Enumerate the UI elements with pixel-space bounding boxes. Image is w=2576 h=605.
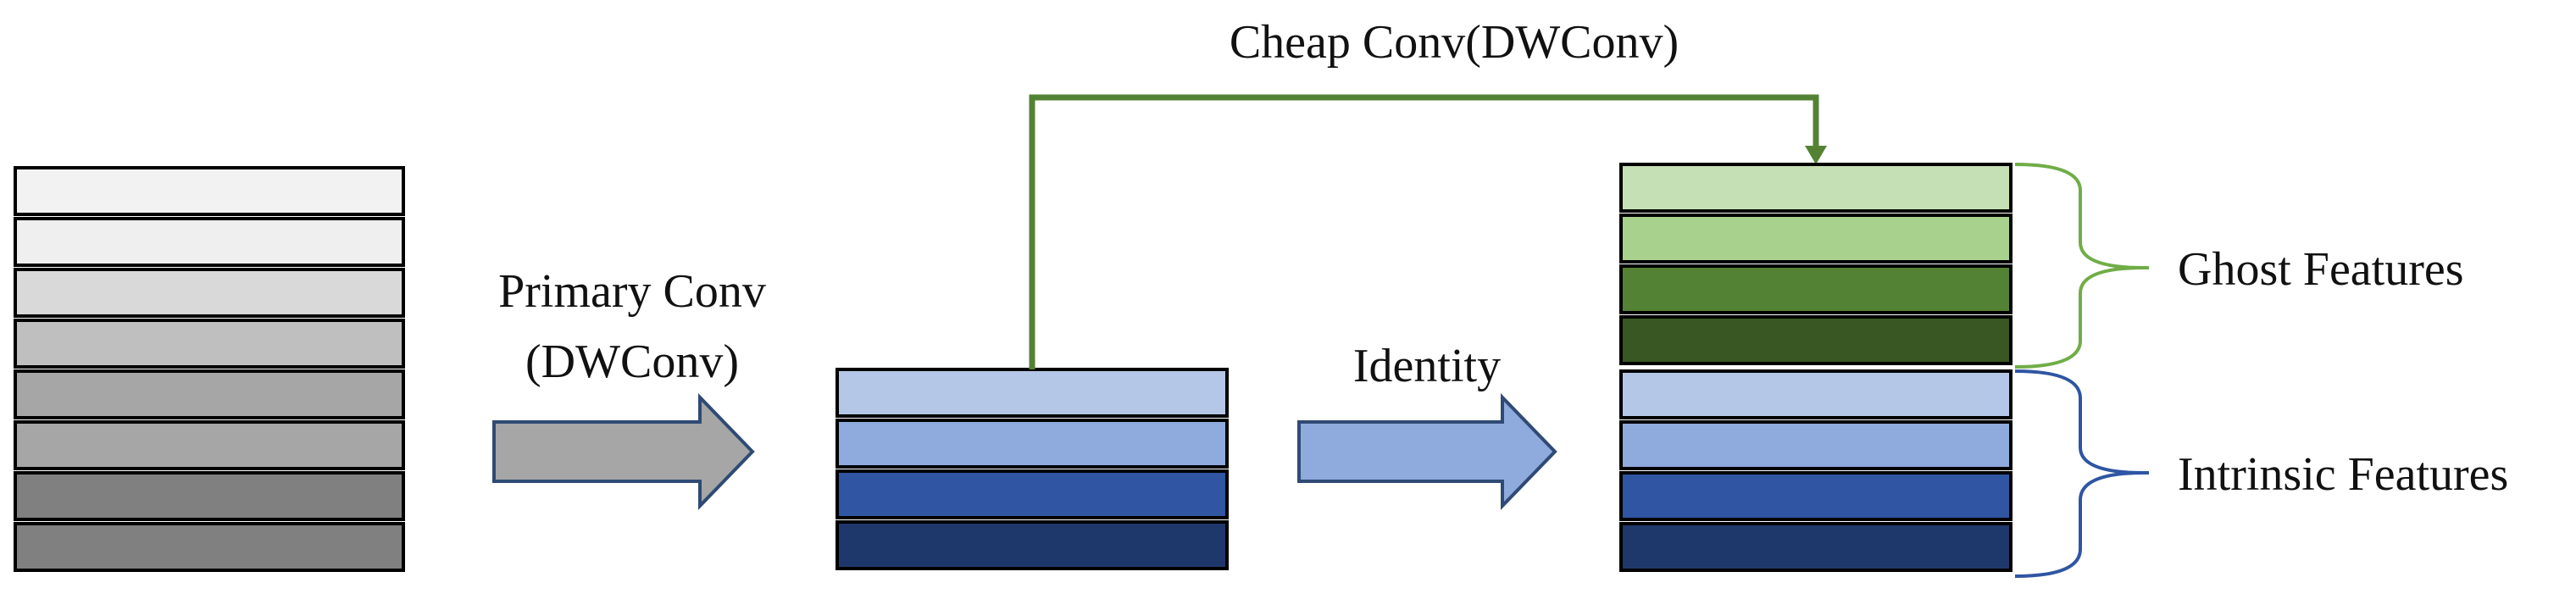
ghost-feature-layer-3 [1619, 264, 2012, 314]
primary-conv-arrow [492, 393, 755, 510]
output-intrinsic-feature-layer-1 [1619, 369, 2012, 419]
input-feature-layer-4 [14, 319, 405, 369]
input-feature-layer-5 [14, 369, 405, 419]
input-feature-stack [14, 166, 405, 572]
input-feature-layer-2 [14, 217, 405, 267]
ghost-features-label: Ghost Features [2178, 243, 2464, 296]
ghost-feature-layer-2 [1619, 214, 2012, 264]
cheap-conv-label: Cheap Conv(DWConv) [1230, 16, 1679, 69]
input-feature-layer-6 [14, 420, 405, 470]
output-intrinsic-feature-layer-3 [1619, 471, 2012, 521]
intrinsic-feature-layer-3 [836, 469, 1229, 519]
output-intrinsic-feature-stack [1619, 369, 2012, 572]
intrinsic-feature-layer-4 [836, 520, 1229, 570]
ghost-feature-layer-1 [1619, 163, 2012, 213]
primary-conv-label: Primary Conv [498, 265, 766, 318]
cheap-conv-connector [1029, 94, 1819, 369]
cheap-conv-arrowhead [1805, 146, 1827, 164]
ghost-features-brace [2014, 163, 2145, 369]
intrinsic-feature-layer-2 [836, 419, 1229, 469]
intrinsic-feature-layer-1 [836, 368, 1229, 418]
ghost-feature-stack [1619, 163, 2012, 365]
input-feature-layer-8 [14, 522, 405, 572]
intrinsic-features-brace [2014, 369, 2145, 578]
ghost-feature-layer-4 [1619, 315, 2012, 365]
primary-conv-sublabel: (DWConv) [525, 336, 739, 388]
output-intrinsic-feature-layer-4 [1619, 522, 2012, 572]
identity-arrow [1297, 393, 1557, 510]
identity-label: Identity [1353, 340, 1501, 392]
intrinsic-feature-stack [836, 368, 1229, 570]
input-feature-layer-7 [14, 471, 405, 521]
output-intrinsic-feature-layer-2 [1619, 420, 2012, 470]
input-feature-layer-3 [14, 268, 405, 318]
intrinsic-features-label: Intrinsic Features [2178, 448, 2508, 501]
input-feature-layer-1 [14, 166, 405, 216]
